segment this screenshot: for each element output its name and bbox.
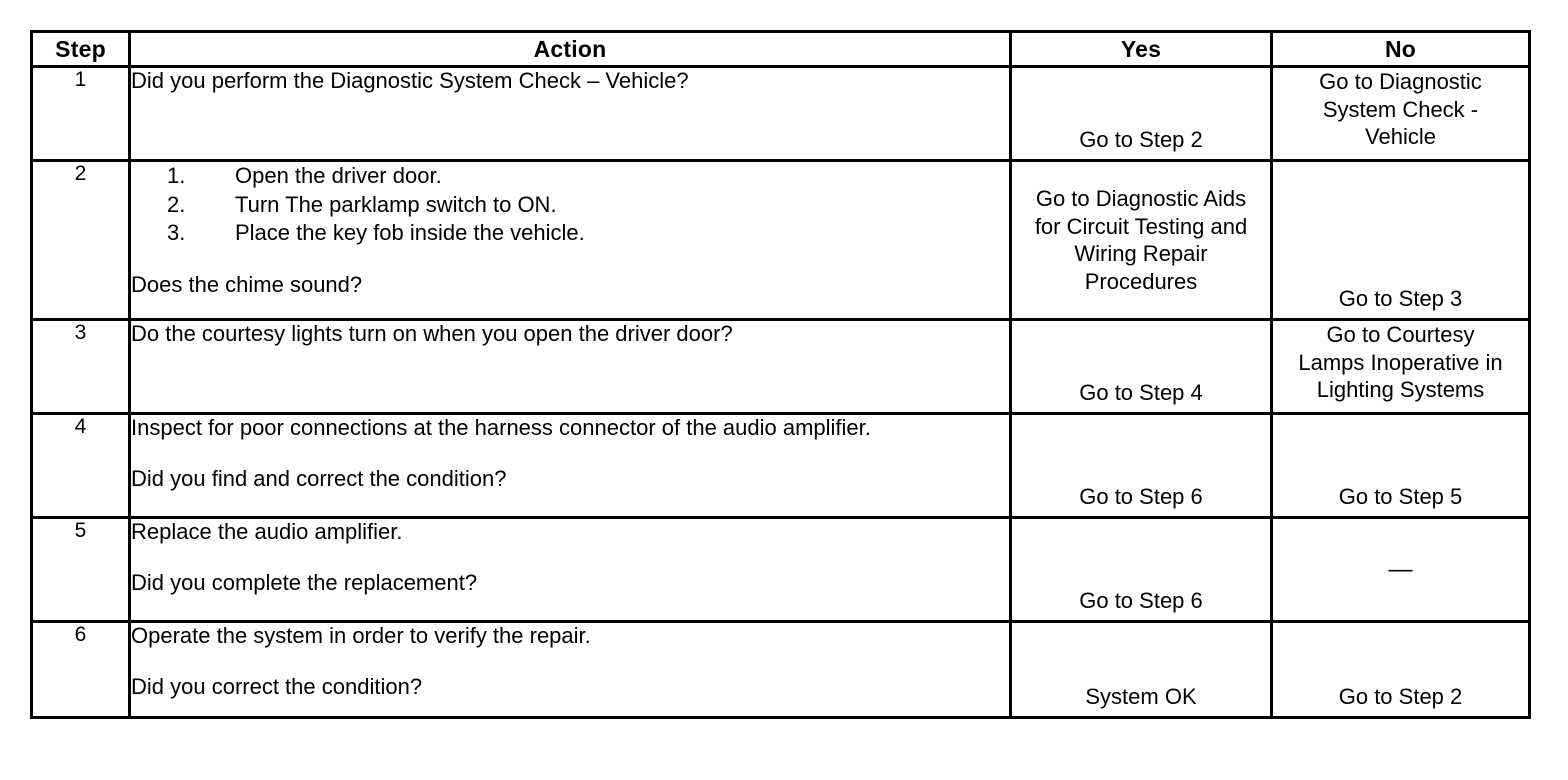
list-item-number: 1. — [167, 163, 186, 188]
action-cell: Do the courtesy lights turn on when you … — [128, 318, 1012, 415]
column-header-yes: Yes — [1009, 30, 1273, 68]
no-answer-dash: — — [1388, 555, 1413, 583]
list-item-number: 3. — [167, 220, 186, 246]
action-text: Did you perform the Diagnostic System Ch… — [131, 68, 689, 93]
list-item-text: Open the driver door. — [235, 163, 442, 188]
yes-answer-line: for Circuit Testing and — [1034, 213, 1248, 239]
action-cell: Operate the system in order to verify th… — [128, 620, 1012, 719]
table-body: 1 Did you perform the Diagnostic System … — [30, 65, 1531, 719]
action-spacer — [131, 546, 1009, 570]
action-spacer — [131, 248, 1009, 272]
action-spacer — [131, 650, 1009, 674]
no-answer-line: Go to Courtesy — [1326, 322, 1475, 347]
table-row: 6 Operate the system in order to verify … — [30, 620, 1531, 719]
no-answer-text: Go to Step 5 — [1338, 483, 1463, 509]
action-question: Does the chime sound? — [131, 271, 363, 297]
list-item: 3. Place the key fob inside the vehicle. — [131, 219, 1009, 248]
list-item: 1. Open the driver door. — [131, 162, 1009, 191]
no-cell: Go to Diagnostic System Check - Vehicle — [1270, 65, 1531, 162]
action-cell: Inspect for poor connections at the harn… — [128, 412, 1012, 519]
action-text: Operate the system in order to verify th… — [131, 623, 591, 648]
no-answer-line: Lamps Inoperative in — [1298, 349, 1503, 375]
step-number-cell: 6 — [30, 620, 131, 719]
action-cell: Did you perform the Diagnostic System Ch… — [128, 65, 1012, 162]
step-number-cell: 3 — [30, 318, 131, 415]
action-cell: Replace the audio amplifier. Did you com… — [128, 516, 1012, 623]
step-number-cell: 1 — [30, 65, 131, 162]
list-item-number: 2. — [167, 191, 186, 217]
column-header-no: No — [1270, 30, 1531, 68]
column-header-step: Step — [30, 30, 131, 68]
action-cell: 1. Open the driver door. 2. Turn The par… — [128, 159, 1012, 321]
yes-answer-line: Wiring Repair — [1074, 241, 1208, 266]
step-number-cell: 2 — [30, 159, 131, 321]
table-header-row: Step Action Yes No — [30, 30, 1531, 68]
no-cell: Go to Step 2 — [1270, 620, 1531, 719]
action-question: Did you find and correct the condition? — [131, 465, 507, 491]
action-ordered-list: 1. Open the driver door. 2. Turn The par… — [131, 162, 1009, 248]
yes-answer-text: Go to Step 2 — [1079, 126, 1203, 152]
table-row: 3 Do the courtesy lights turn on when yo… — [30, 318, 1531, 415]
no-answer-text: Go to Step 3 — [1338, 285, 1463, 311]
action-spacer — [131, 442, 1009, 466]
table-row: 4 Inspect for poor connections at the ha… — [30, 412, 1531, 519]
list-item: 2. Turn The parklamp switch to ON. — [131, 191, 1009, 220]
yes-cell: Go to Step 6 — [1009, 516, 1273, 623]
yes-answer-text: Go to Step 4 — [1079, 379, 1203, 405]
yes-answer-line: Procedures — [1084, 268, 1198, 294]
yes-cell: Go to Step 4 — [1009, 318, 1273, 415]
list-item-text: Place the key fob inside the vehicle. — [235, 220, 585, 246]
no-cell: Go to Step 3 — [1270, 159, 1531, 321]
table-row: 1 Did you perform the Diagnostic System … — [30, 65, 1531, 162]
yes-answer-text: Go to Step 6 — [1079, 483, 1203, 509]
table-header: Step Action Yes No — [30, 30, 1531, 68]
action-question: Did you correct the condition? — [131, 673, 423, 699]
yes-answer-line: Go to Diagnostic Aids — [1035, 186, 1247, 211]
yes-cell: System OK — [1009, 620, 1273, 719]
list-item-text: Turn The parklamp switch to ON. — [235, 191, 557, 217]
no-answer-line: Lighting Systems — [1316, 377, 1485, 402]
column-header-action: Action — [128, 30, 1012, 68]
table-row: 2 1. Open the driver door. 2. Turn The p… — [30, 159, 1531, 321]
step-number-cell: 5 — [30, 516, 131, 623]
step-number-cell: 4 — [30, 412, 131, 519]
action-question: Did you complete the replacement? — [131, 569, 478, 595]
table-row: 5 Replace the audio amplifier. Did you c… — [30, 516, 1531, 623]
no-answer-line: Go to Diagnostic — [1319, 69, 1482, 94]
yes-cell: Go to Step 6 — [1009, 412, 1273, 519]
no-cell: Go to Step 5 — [1270, 412, 1531, 519]
no-cell: — — [1270, 516, 1531, 623]
action-text: Inspect for poor connections at the harn… — [131, 415, 871, 440]
no-answer-line: Vehicle — [1365, 124, 1436, 149]
action-text: Do the courtesy lights turn on when you … — [131, 321, 733, 346]
yes-cell: Go to Step 2 — [1009, 65, 1273, 162]
yes-answer-text: Go to Step 6 — [1079, 587, 1203, 613]
no-cell: Go to Courtesy Lamps Inoperative in Ligh… — [1270, 318, 1531, 415]
yes-cell: Go to Diagnostic Aids for Circuit Testin… — [1009, 159, 1273, 321]
action-text: Replace the audio amplifier. — [131, 519, 403, 544]
diagnostic-table: Step Action Yes No 1 Did you perform the… — [30, 30, 1531, 719]
yes-answer-text: System OK — [1085, 683, 1197, 709]
no-answer-text: Go to Step 2 — [1338, 683, 1463, 709]
no-answer-line: System Check - — [1322, 96, 1479, 122]
